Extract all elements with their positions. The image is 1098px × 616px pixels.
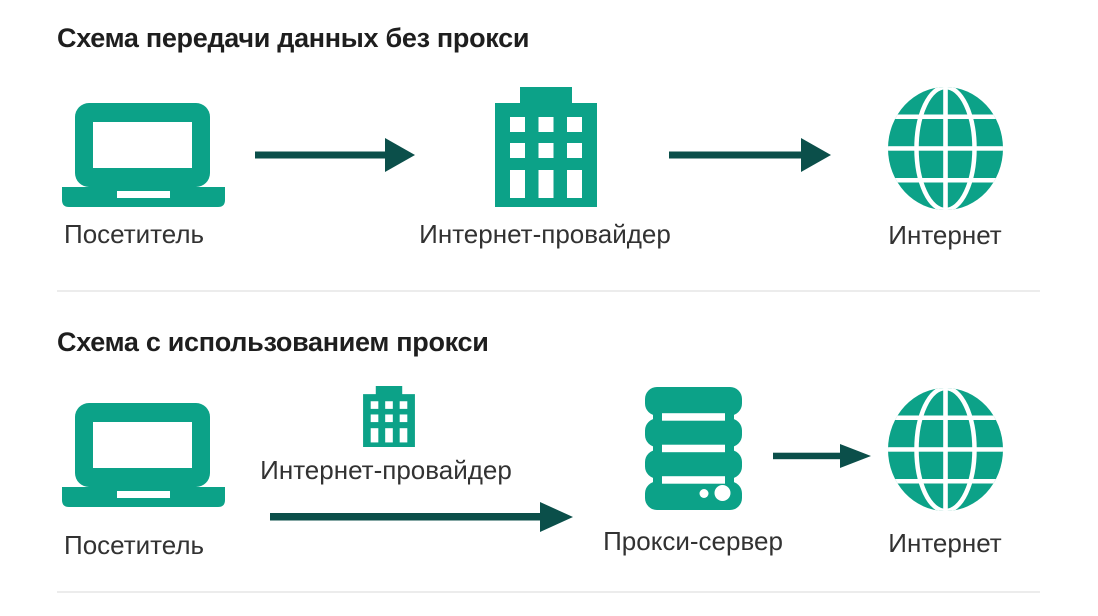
node-label-visitor: Посетитель	[64, 530, 205, 560]
globe-icon	[888, 87, 1003, 210]
node-label-visitor: Посетитель	[64, 219, 205, 249]
section-title-with-proxy: Схема с использованием прокси	[57, 327, 489, 357]
node-label-isp: Интернет-провайдер	[419, 219, 671, 249]
node-label-isp: Интернет-провайдер	[260, 455, 512, 485]
arrow-proxy-to-internet-icon	[773, 444, 871, 468]
building-icon	[495, 87, 597, 207]
arrow-isp-to-internet-icon	[669, 138, 831, 172]
node-label-internet: Интернет	[888, 528, 1002, 558]
laptop-icon	[62, 403, 225, 507]
section-divider	[57, 290, 1040, 292]
arrow-visitor-to-isp-icon	[255, 138, 415, 172]
section-divider	[57, 591, 1040, 593]
arrow-visitor-to-proxy-icon	[270, 502, 573, 532]
server-icon	[645, 387, 742, 510]
building-icon	[363, 386, 415, 447]
globe-icon	[888, 388, 1003, 511]
section-title-no-proxy: Схема передачи данных без прокси	[57, 23, 530, 53]
node-label-proxy-server: Прокси-сервер	[603, 526, 783, 556]
laptop-icon	[62, 103, 225, 207]
node-label-internet: Интернет	[888, 220, 1002, 250]
